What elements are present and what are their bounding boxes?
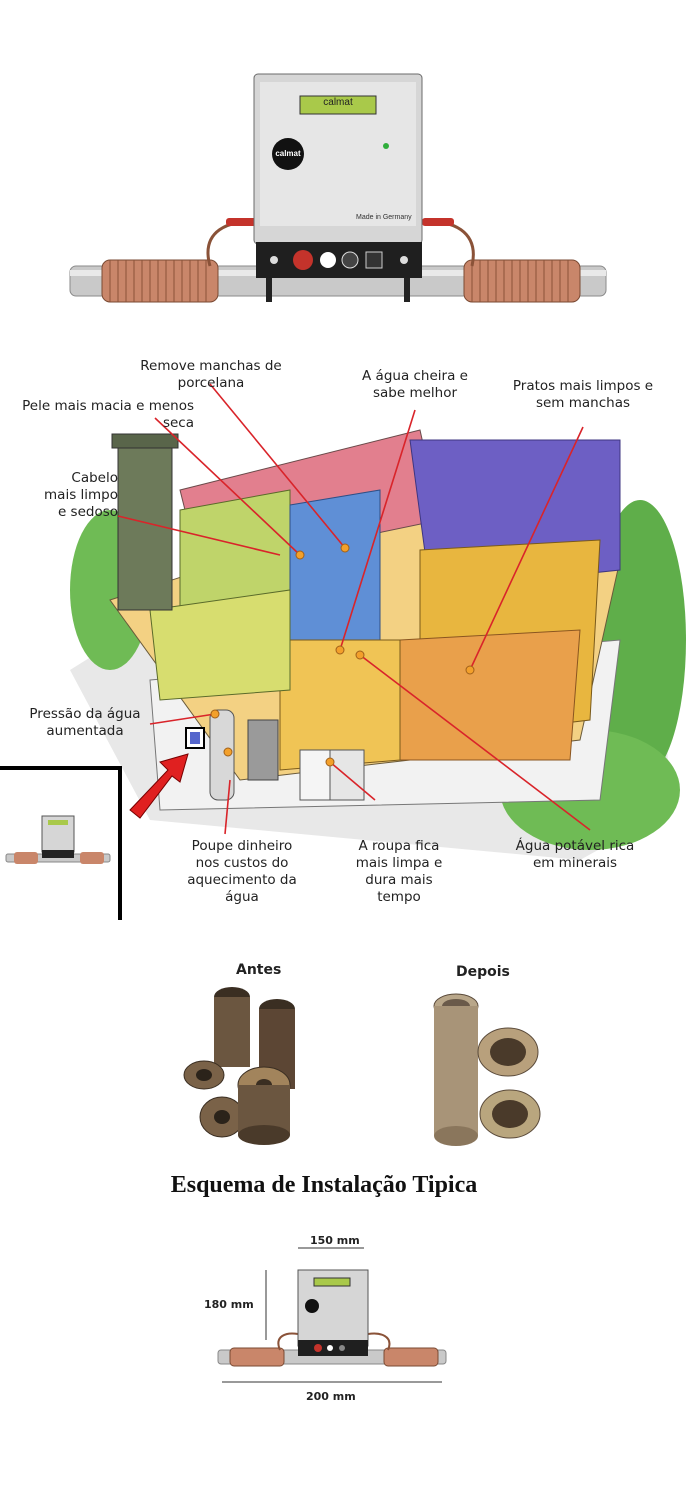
installation-diagram (217, 1247, 447, 1383)
label-dishes: Pratos mais limpos e sem manchas (512, 378, 654, 411)
pipes-before-graphic (183, 987, 295, 1145)
lcd-display-text: calmat (323, 97, 353, 108)
caption-before: Antes (236, 962, 282, 978)
pipes-after-graphic (433, 993, 541, 1146)
label-minerals: Água potável rica em minerais (515, 838, 635, 871)
label-pressure: Pressão da água aumentada (29, 706, 141, 739)
label-hair: Cabelo mais limpo e sedoso (44, 470, 118, 520)
label-savings: Poupe dinheiro nos custos do aquecimento… (187, 838, 297, 905)
device-logo: calmat (275, 149, 301, 158)
label-porcelain: Remove manchas de porcelana (140, 358, 282, 391)
label-laundry: A roupa fica mais limpa e dura mais temp… (355, 838, 443, 905)
inset-frame (0, 766, 122, 920)
coil-left (101, 259, 219, 303)
coil-right (463, 259, 581, 303)
dim-width-bottom: 200 mm (306, 1390, 356, 1403)
made-in-text: Made in Germany (356, 214, 412, 221)
device-graphic (69, 73, 607, 303)
device-illustration: calmat calmat Made in Germany (60, 70, 620, 310)
label-skin: Pele mais macia e menos seca (22, 398, 194, 431)
house-graphic (70, 383, 686, 860)
house-illustration: Remove manchas de porcelana A água cheir… (0, 340, 690, 920)
installation-title: Esquema de Instalação Tipica (170, 1172, 478, 1198)
caption-after: Depois (456, 964, 510, 980)
dim-width-top: 150 mm (310, 1234, 360, 1247)
label-taste: A água cheira e sabe melhor (362, 368, 468, 401)
dim-height: 180 mm (204, 1298, 254, 1311)
inset-device-graphic (5, 815, 111, 864)
